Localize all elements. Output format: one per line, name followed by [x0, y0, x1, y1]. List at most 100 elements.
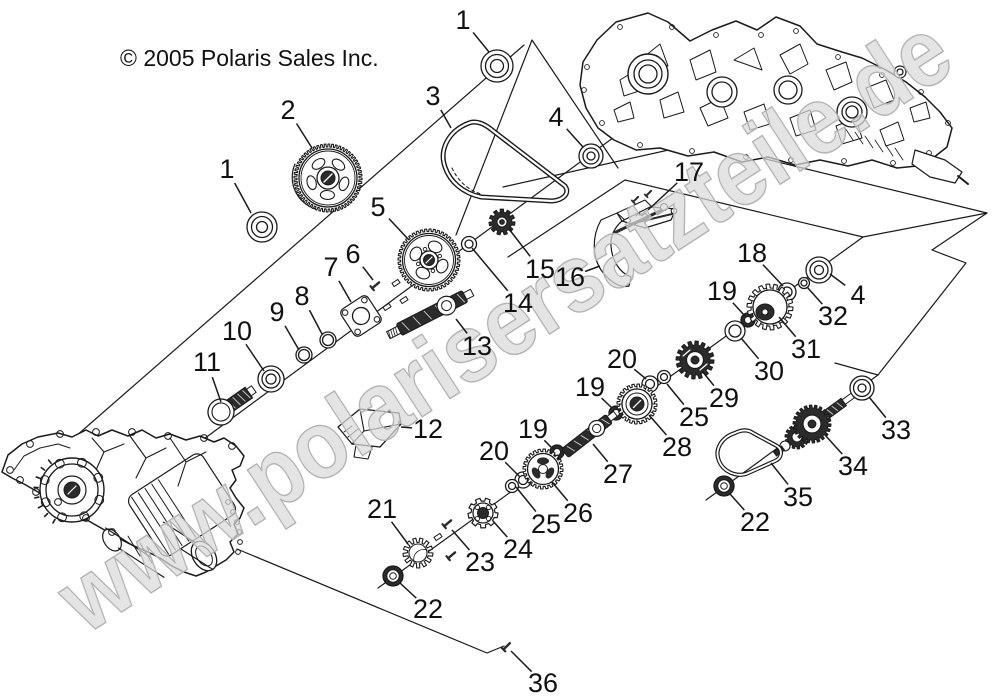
callout-number: 13 — [462, 331, 492, 361]
callout-number: 23 — [465, 547, 495, 577]
callout-19: 19 — [518, 414, 554, 450]
screw-6 — [369, 281, 381, 292]
drive-belt-3 — [440, 119, 570, 204]
leader-line — [729, 493, 745, 511]
key-glyph — [391, 278, 401, 288]
callout-2: 2 — [280, 95, 313, 149]
callout-number: 5 — [370, 192, 385, 222]
callout-20: 20 — [607, 344, 647, 380]
callout-number: 20 — [479, 436, 509, 466]
callout-number: 12 — [413, 414, 443, 444]
callout-36: 36 — [510, 650, 558, 698]
callout-14: 14 — [471, 247, 533, 318]
leader-line — [601, 397, 613, 409]
callout-number: 16 — [555, 262, 585, 292]
leader-line — [295, 123, 313, 149]
callout-number: 32 — [818, 301, 848, 331]
callout-number: 11 — [193, 347, 221, 377]
leader-line — [543, 439, 554, 450]
oil-seal-1-left — [246, 211, 278, 243]
callout-number: 34 — [838, 451, 868, 481]
leader-line — [308, 309, 323, 335]
callout-5: 5 — [370, 192, 410, 241]
key-b — [399, 295, 409, 305]
screw-glyph — [500, 641, 512, 653]
leader-line — [551, 481, 569, 502]
leader-line — [515, 486, 537, 513]
callout-28: 28 — [648, 414, 692, 462]
callout-number: 20 — [607, 344, 637, 374]
key-a — [391, 278, 401, 288]
leader-line — [762, 264, 784, 287]
callout-35: 35 — [770, 462, 813, 512]
leader-line — [508, 228, 531, 257]
leader-line — [284, 325, 300, 351]
trans-body — [127, 453, 237, 557]
callout-31: 31 — [778, 316, 821, 364]
leader-line — [338, 280, 352, 303]
callout-number: 14 — [503, 288, 533, 318]
callout-number: 4 — [548, 102, 563, 132]
callout-24: 24 — [492, 520, 533, 564]
callout-number: 3 — [425, 81, 440, 111]
callout-number: 35 — [783, 482, 813, 512]
key-d — [433, 532, 443, 542]
gear-29 — [675, 340, 715, 380]
callout-18: 18 — [737, 238, 784, 287]
panel-left-edge — [507, 179, 864, 258]
plug-11 — [207, 385, 257, 426]
callout-number: 10 — [222, 316, 252, 346]
leader-line — [390, 521, 409, 545]
callout-27: 27 — [592, 443, 633, 489]
callout-number: 19 — [707, 276, 737, 306]
cluster-gear — [772, 392, 855, 457]
drive-gear-2 — [291, 143, 363, 213]
callout-number: 4 — [850, 280, 865, 310]
leader-line — [510, 650, 533, 673]
bearing-4-top — [578, 143, 604, 169]
copyright-text: © 2005 Polaris Sales Inc. — [120, 45, 379, 71]
screw-23a — [441, 519, 453, 530]
gearcase-cover — [579, 12, 969, 185]
bearing-33 — [849, 375, 875, 401]
leader-line — [400, 426, 413, 429]
hub-24 — [467, 497, 499, 529]
leader-line — [388, 218, 410, 241]
gearcase-housing — [1, 428, 245, 578]
shaft-body — [561, 410, 618, 458]
bracket-12 — [337, 408, 402, 460]
callout-number: 22 — [413, 594, 443, 624]
callout-number: 7 — [323, 252, 338, 282]
leader-line — [566, 128, 584, 148]
drain-bolt-line — [236, 548, 505, 654]
leader-line — [399, 582, 417, 599]
oil-seal-10 — [257, 365, 285, 393]
callout-13: 13 — [455, 318, 492, 361]
gasket-7 — [340, 295, 382, 337]
callout-12: 12 — [400, 414, 443, 444]
washer-14 — [460, 235, 478, 253]
callout-number: 24 — [503, 534, 533, 564]
callout-10: 10 — [222, 316, 265, 372]
callout-26: 26 — [551, 481, 593, 528]
plug-body — [207, 385, 257, 426]
shift-linkage-17 — [612, 189, 678, 235]
callout-4: 4 — [829, 273, 866, 310]
callout-9: 9 — [269, 297, 300, 351]
leader-line — [647, 182, 678, 211]
driven-gear-5 — [397, 228, 461, 292]
leader-line — [584, 265, 601, 273]
shaft-body — [385, 288, 475, 340]
callout-1: 1 — [455, 5, 490, 53]
leader-line — [472, 31, 490, 53]
gear-31 — [746, 283, 794, 331]
callout-number: 8 — [294, 281, 309, 311]
callout-number: 18 — [737, 238, 767, 268]
leader-line — [440, 109, 452, 129]
shaft-13 — [385, 288, 475, 340]
callout-4: 4 — [548, 102, 584, 148]
leader-line — [211, 376, 222, 403]
lock-washer-21 — [402, 537, 434, 569]
washer-25b — [504, 478, 520, 494]
